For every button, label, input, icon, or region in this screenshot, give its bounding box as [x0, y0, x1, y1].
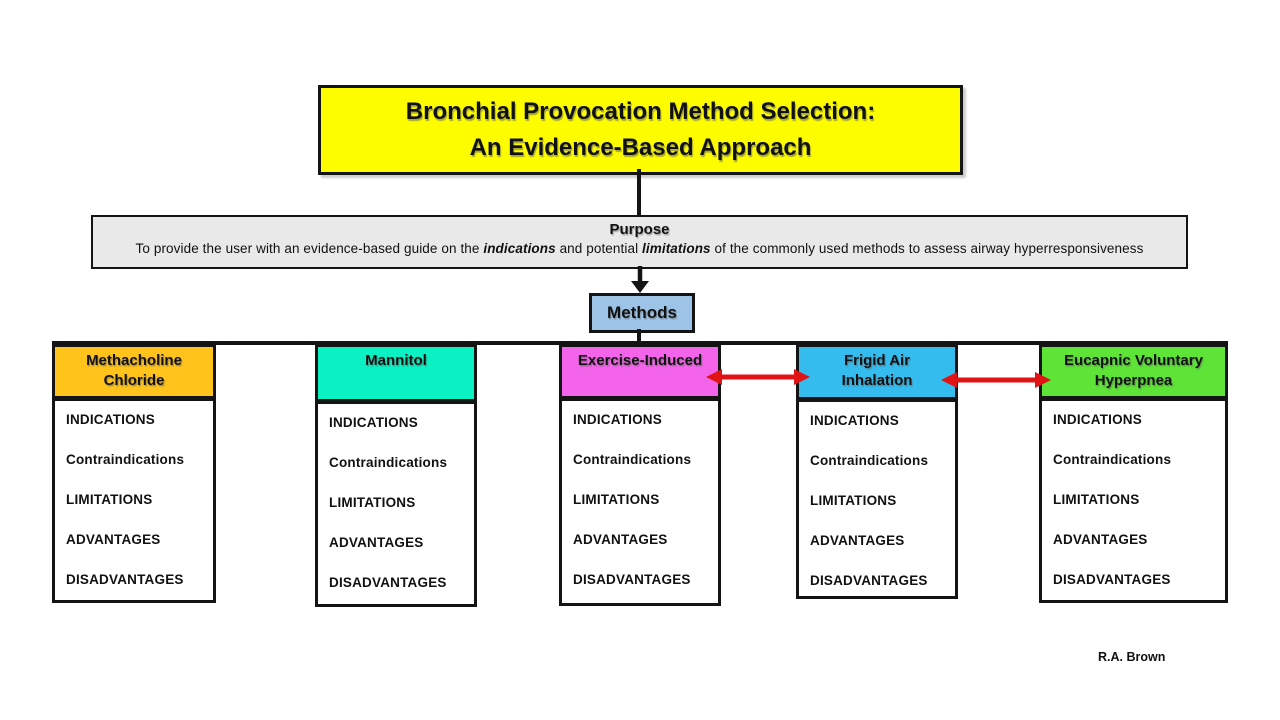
- column-header-eucapnic-voluntary-hyperpnea: Eucapnic Voluntary Hyperpnea: [1039, 344, 1228, 399]
- list-item: DISADVANTAGES: [1053, 572, 1171, 587]
- list-item: ADVANTAGES: [573, 532, 668, 547]
- column-header-label: Chloride: [103, 372, 165, 389]
- column-header-label: Frigid Air: [843, 352, 911, 369]
- page-title-line1: Bronchial Provocation Method Selection:: [405, 98, 876, 125]
- author-credit: R.A. Brown: [1098, 650, 1166, 664]
- list-item: LIMITATIONS: [1053, 492, 1140, 507]
- column-header-label: Exercise-Induced: [577, 352, 703, 369]
- list-item: INDICATIONS: [810, 413, 899, 428]
- list-item: DISADVANTAGES: [810, 573, 928, 588]
- column-body: INDICATIONS Contraindications LIMITATION…: [1039, 398, 1228, 603]
- list-item: Contraindications: [329, 455, 448, 470]
- purpose-box: Purpose To provide the user with an evid…: [91, 215, 1188, 269]
- list-item: LIMITATIONS: [66, 492, 153, 507]
- column-methacholine-chloride: Methacholine Chloride INDICATIONS Contra…: [52, 344, 216, 603]
- column-header-exercise-induced: Exercise-Induced: [559, 344, 721, 399]
- column-mannitol: Mannitol INDICATIONS Contraindications L…: [315, 344, 477, 607]
- list-item: ADVANTAGES: [66, 532, 161, 547]
- column-header-label: Mannitol: [365, 352, 427, 369]
- purpose-emphasis-limitations: limitations: [642, 241, 711, 256]
- purpose-description: To provide the user with an evidence-bas…: [93, 241, 1186, 256]
- list-item: LIMITATIONS: [329, 495, 416, 510]
- column-header-methacholine-chloride: Methacholine Chloride: [52, 344, 216, 399]
- purpose-heading: Purpose: [609, 221, 670, 238]
- column-header-label: Methacholine: [86, 352, 182, 369]
- list-item: ADVANTAGES: [810, 533, 905, 548]
- list-item: LIMITATIONS: [573, 492, 660, 507]
- column-exercise-induced: Exercise-Induced INDICATIONS Contraindic…: [559, 344, 721, 606]
- purpose-text-part1: To provide the user with an evidence-bas…: [135, 241, 484, 256]
- down-arrow-icon: [631, 266, 649, 293]
- list-item: INDICATIONS: [329, 415, 418, 430]
- list-item: INDICATIONS: [66, 412, 155, 427]
- list-item: INDICATIONS: [573, 412, 662, 427]
- list-item: LIMITATIONS: [810, 493, 897, 508]
- list-item: Contraindications: [810, 453, 929, 468]
- list-item: DISADVANTAGES: [573, 572, 691, 587]
- column-body: INDICATIONS Contraindications LIMITATION…: [315, 401, 477, 607]
- methods-box: Methods: [589, 293, 695, 333]
- column-header-label: Eucapnic Voluntary: [1064, 352, 1203, 369]
- column-header-frigid-air-inhalation: Frigid Air Inhalation: [796, 344, 958, 400]
- connector-methods-rail: [637, 329, 641, 343]
- purpose-text-part3: of the commonly used methods to assess a…: [710, 241, 1144, 256]
- list-item: Contraindications: [66, 452, 185, 467]
- column-body: INDICATIONS Contraindications LIMITATION…: [796, 399, 958, 599]
- list-item: ADVANTAGES: [1053, 532, 1148, 547]
- purpose-text-part2: and potential: [555, 241, 643, 256]
- list-item: ADVANTAGES: [329, 535, 424, 550]
- list-item: DISADVANTAGES: [66, 572, 184, 587]
- list-item: Contraindications: [1053, 452, 1172, 467]
- list-item: INDICATIONS: [1053, 412, 1142, 427]
- purpose-emphasis-indications: indications: [483, 241, 556, 256]
- horizontal-rail: [52, 341, 1228, 345]
- column-frigid-air-inhalation: Frigid Air Inhalation INDICATIONS Contra…: [796, 344, 958, 599]
- double-arrow-icon-frigid-eucapnic: [941, 372, 1051, 388]
- list-item: DISADVANTAGES: [329, 575, 447, 590]
- connector-title-purpose: [637, 169, 641, 215]
- column-body: INDICATIONS Contraindications LIMITATION…: [52, 398, 216, 603]
- column-header-label: Hyperpnea: [1094, 372, 1173, 389]
- column-header-mannitol: Mannitol: [315, 344, 477, 402]
- column-header-label: Inhalation: [841, 372, 913, 389]
- page-title-line2: An Evidence-Based Approach: [469, 134, 812, 161]
- title-box: Bronchial Provocation Method Selection: …: [318, 85, 963, 175]
- column-eucapnic-voluntary-hyperpnea: Eucapnic Voluntary Hyperpnea INDICATIONS…: [1039, 344, 1228, 603]
- double-arrow-icon-exercise-frigid: [706, 369, 810, 385]
- column-body: INDICATIONS Contraindications LIMITATION…: [559, 398, 721, 606]
- list-item: Contraindications: [573, 452, 692, 467]
- methods-label: Methods: [607, 303, 677, 322]
